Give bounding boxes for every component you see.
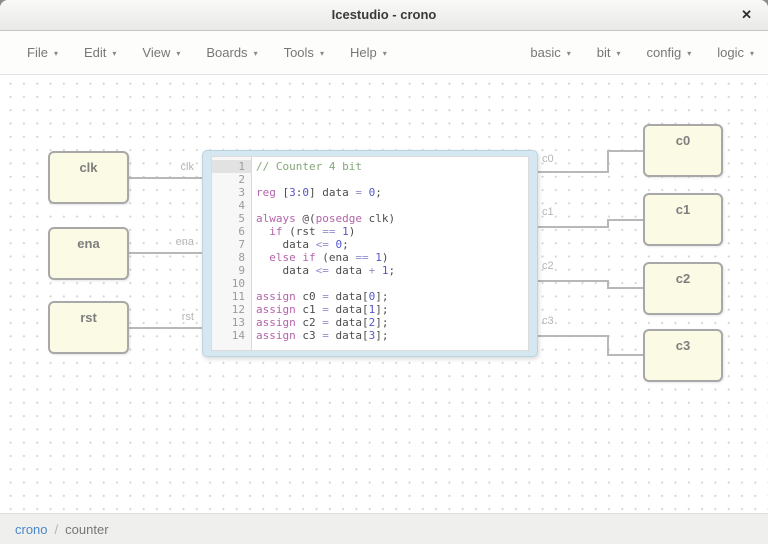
- port-label-c3: c3: [542, 315, 554, 327]
- menu-tools[interactable]: Tools ▾: [284, 45, 324, 60]
- menu-view-label: View: [142, 45, 171, 60]
- code-line[interactable]: [256, 277, 528, 290]
- menu-view[interactable]: View ▾: [142, 45, 180, 60]
- line-number: 5: [238, 212, 245, 225]
- menu-logic-label: logic: [717, 45, 744, 60]
- line-number: 14: [231, 329, 245, 342]
- chevron-down-icon: ▾: [112, 49, 117, 58]
- menu-basic[interactable]: basic ▾: [530, 45, 570, 60]
- code-line[interactable]: assign c0 = data[0];: [256, 290, 389, 303]
- menu-tools-label: Tools: [283, 45, 314, 60]
- chevron-down-icon: ▾: [566, 49, 571, 58]
- menu-help[interactable]: Help ▾: [350, 45, 387, 60]
- wire-c3[interactable]: [536, 335, 645, 356]
- menu-edit-label: Edit: [83, 45, 107, 60]
- breadcrumb-current: counter: [65, 521, 109, 537]
- chevron-down-icon: ▾: [53, 49, 58, 58]
- block-label: clk: [79, 160, 98, 175]
- port-label-rst: rst: [181, 311, 194, 323]
- line-number: 12: [231, 303, 245, 316]
- output-block-c3[interactable]: c3: [643, 329, 723, 382]
- window-title: Icestudio - crono: [331, 7, 437, 22]
- port-label-c2: c2: [542, 260, 554, 272]
- code-line[interactable]: assign c1 = data[1];: [256, 303, 389, 316]
- menu-edit[interactable]: Edit ▾: [84, 45, 116, 60]
- menu-file-label: File: [27, 45, 48, 60]
- breadcrumb-separator: /: [54, 521, 59, 537]
- menu-boards-label: Boards: [206, 45, 248, 60]
- wires-svg: [129, 150, 645, 356]
- code-line[interactable]: assign c3 = data[3];: [256, 329, 389, 342]
- code-lines[interactable]: // Counter 4 bit reg [3:0] data = 0; alw…: [252, 157, 528, 350]
- menu-bit-label: bit: [596, 45, 611, 60]
- line-number: 3: [238, 186, 245, 199]
- chevron-down-icon: ▾: [382, 49, 387, 58]
- input-block-clk[interactable]: clk: [48, 151, 129, 204]
- port-label-ena: ena: [175, 236, 194, 248]
- code-line[interactable]: if (rst == 1): [269, 225, 356, 238]
- close-icon[interactable]: ✕: [741, 7, 752, 22]
- block-label: ena: [77, 236, 100, 251]
- wire-c0[interactable]: [536, 150, 645, 173]
- breadcrumb: crono / counter: [0, 513, 768, 544]
- menu-config[interactable]: config ▾: [647, 45, 692, 60]
- block-label: c1: [675, 202, 691, 217]
- wire-c1[interactable]: [536, 219, 645, 228]
- wire-c2[interactable]: [536, 280, 645, 289]
- port-label-c0: c0: [542, 153, 554, 165]
- titlebar: Icestudio - crono ✕: [0, 0, 768, 31]
- menu-file[interactable]: File ▾: [27, 45, 58, 60]
- menu-boards[interactable]: Boards ▾: [206, 45, 257, 60]
- menu-group-left: File ▾ Edit ▾ View ▾ Boards ▾ Tools ▾ He…: [27, 45, 387, 60]
- menu-basic-label: basic: [530, 45, 561, 60]
- line-number: 6: [238, 225, 245, 238]
- block-label: rst: [80, 310, 97, 325]
- code-line[interactable]: data <= 0;: [256, 238, 349, 251]
- code-line[interactable]: assign c2 = data[2];: [256, 316, 389, 329]
- line-number: 11: [231, 290, 245, 303]
- block-label: c2: [675, 271, 691, 286]
- block-label: c3: [675, 338, 691, 353]
- line-number: 9: [238, 264, 245, 277]
- output-block-c0[interactable]: c0: [643, 124, 723, 177]
- menu-group-right: basic ▾ bit ▾ config ▾ logic ▾: [530, 45, 754, 60]
- chevron-down-icon: ▾: [749, 49, 754, 58]
- menu-bit[interactable]: bit ▾: [597, 45, 621, 60]
- code-line[interactable]: else if (ena == 1): [269, 251, 389, 264]
- code-line[interactable]: [256, 173, 528, 186]
- menu-help-label: Help: [349, 45, 377, 60]
- chevron-down-icon: ▾: [319, 49, 324, 58]
- output-block-c2[interactable]: c2: [643, 262, 723, 315]
- chevron-down-icon: ▾: [253, 49, 258, 58]
- design-canvas[interactable]: clk ena rst c0 c1 c2 c3 clk ena rst c0 c…: [0, 75, 768, 513]
- line-number: 1: [212, 160, 251, 173]
- chevron-down-icon: ▾: [616, 49, 621, 58]
- chevron-down-icon: ▾: [687, 49, 692, 58]
- port-label-clk: clk: [180, 161, 194, 173]
- output-block-c1[interactable]: c1: [643, 193, 723, 246]
- code-line[interactable]: [256, 199, 528, 212]
- menubar: File ▾ Edit ▾ View ▾ Boards ▾ Tools ▾ He…: [0, 31, 768, 75]
- block-label: c0: [675, 133, 691, 148]
- port-label-c1: c1: [542, 206, 554, 218]
- code-line[interactable]: // Counter 4 bit: [256, 160, 362, 173]
- menu-logic[interactable]: logic ▾: [717, 45, 754, 60]
- code-line[interactable]: reg [3:0] data = 0;: [256, 186, 382, 199]
- menu-config-label: config: [646, 45, 682, 60]
- line-number: 8: [238, 251, 245, 264]
- breadcrumb-link-crono[interactable]: crono: [15, 521, 48, 537]
- line-number: 7: [238, 238, 245, 251]
- code-line[interactable]: data <= data + 1;: [256, 264, 396, 277]
- line-number: 13: [231, 316, 245, 329]
- input-block-rst[interactable]: rst: [48, 301, 129, 354]
- code-line[interactable]: always @(posedge clk): [256, 212, 396, 225]
- line-number: 2: [238, 173, 245, 186]
- line-number: 10: [231, 277, 245, 290]
- chevron-down-icon: ▾: [176, 49, 181, 58]
- input-block-ena[interactable]: ena: [48, 227, 129, 280]
- line-number: 4: [238, 199, 245, 212]
